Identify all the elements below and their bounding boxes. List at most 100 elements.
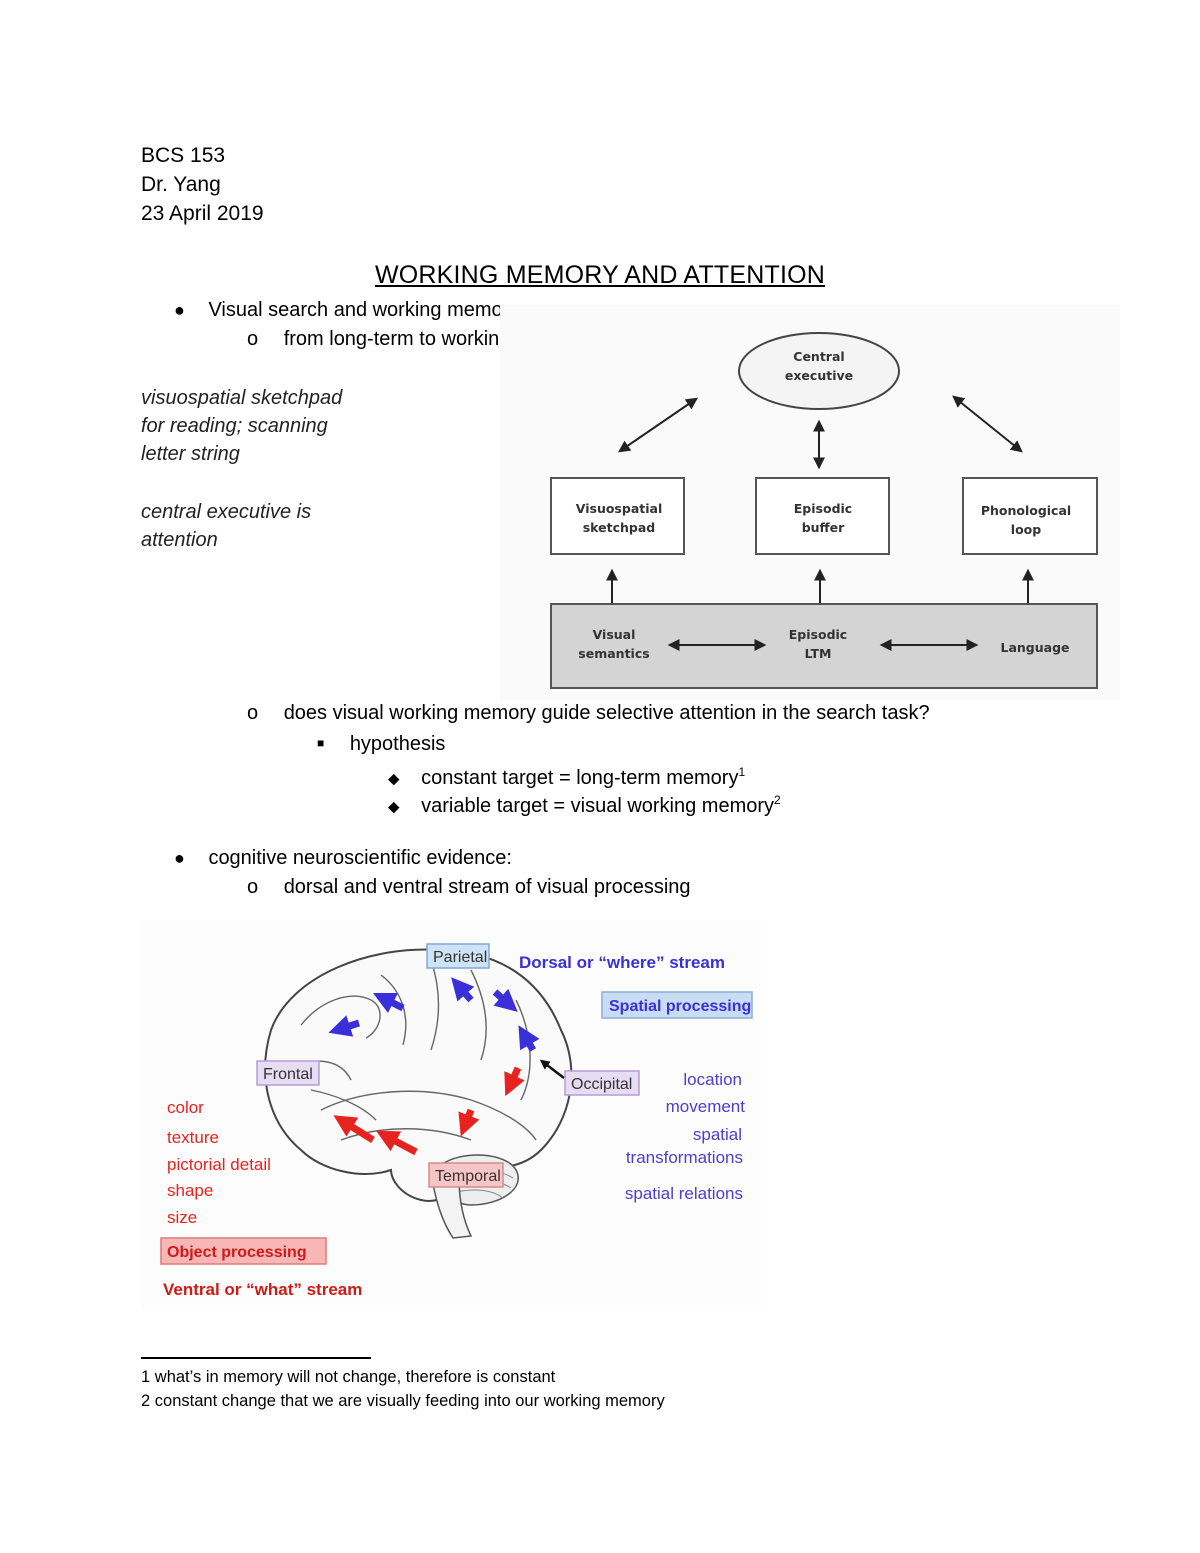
ventral-feature: shape [167,1181,213,1200]
side-note: for reading; scanning [141,415,328,437]
side-note: attention [141,529,218,551]
footnote-text: what’s in memory will not change, theref… [154,1368,556,1386]
list-item: o dorsal and ventral stream of visual pr… [247,873,691,901]
dorsal-feature: transformations [626,1148,743,1167]
footnote-ref: 2 [774,793,781,807]
central-executive-node [738,332,900,410]
ventral-arrow [458,1108,480,1137]
central-executive-label: Central [793,349,844,364]
bullet-diamond-icon: ◆ [388,770,400,788]
visuospatial-sketchpad-node [550,477,685,555]
dorsal-arrow [372,992,405,1014]
temporal-label-box [428,1162,504,1188]
bullet-dot-icon: ● [174,300,185,320]
bullet-diamond-icon: ◆ [388,798,400,816]
dorsal-features: location movement spatial transformation… [625,1070,745,1203]
course-code: BCS 153 [141,144,226,167]
node-label: LTM [805,646,832,661]
bullet-text: dorsal and ventral stream of visual proc… [283,876,691,898]
long-term-memory-band [550,603,1098,689]
parietal-label-box [426,943,490,969]
instructor: Dr. Yang [141,173,221,196]
dorsal-feature: spatial [693,1125,742,1144]
node-label: Episodic [794,501,852,516]
footnote: 2 constant change that we are visually f… [141,1389,665,1413]
side-note: letter string [141,443,240,465]
list-item: ◆ variable target = visual working memor… [388,786,781,822]
bullet-text: does visual working memory guide selecti… [283,702,930,724]
ventral-arrow [504,1066,525,1097]
list-item: ● cognitive neuroscientific evidence: [174,844,512,872]
bullet-square-icon: ■ [317,736,325,750]
parietal-label: Parietal [433,949,487,966]
object-processing-box [160,1237,327,1265]
node-label: Visuospatial [576,501,662,516]
input-arrow [539,1059,565,1079]
date: 23 April 2019 [141,202,264,225]
ventral-arrow [376,1130,418,1156]
working-memory-diagram: Central executive Visuospatial sketchpad… [500,305,1120,700]
episodic-buffer-node [755,477,890,555]
object-processing-label: Object processing [167,1244,307,1261]
node-label: semantics [578,646,649,661]
list-item: ◆ constant target = long-term memory1 [388,758,745,794]
footnote-number: 1 [141,1368,151,1386]
node-label: Phonological [981,503,1071,518]
bullet-dot-icon: ● [174,848,185,868]
ventral-feature: pictorial detail [167,1155,271,1174]
dorsal-feature: movement [666,1097,746,1116]
footnote-text: constant change that we are visually fee… [154,1392,665,1410]
ventral-feature: size [167,1208,197,1227]
node-label: loop [1011,522,1041,537]
page-title: WORKING MEMORY AND ATTENTION [374,261,826,289]
dorsal-arrow [451,977,475,1003]
footnote: 1 what’s in memory will not change, ther… [141,1365,555,1389]
ventral-feature: color [167,1098,204,1117]
dorsal-arrow [492,988,518,1012]
bullet-circle-icon: o [247,876,259,898]
ventral-feature: texture [167,1128,219,1147]
occipital-label: Occipital [571,1076,632,1093]
bullet-circle-icon: o [247,702,259,724]
phonological-loop-node [962,477,1098,555]
occipital-label-box [564,1070,640,1096]
spatial-processing-label: Spatial processing [609,998,751,1015]
ventral-features: color texture pictorial detail shape siz… [167,1098,271,1227]
node-label: Visual [593,627,636,642]
bullet-circle-icon: o [247,328,259,350]
dorsal-stream-title: Dorsal or “where” stream [519,953,725,972]
footnote-ref: 1 [738,765,746,779]
temporal-label: Temporal [435,1168,501,1185]
node-label: Language [1000,640,1069,655]
footnote-number: 2 [141,1392,151,1410]
central-executive-label: executive [785,368,853,383]
dorsal-feature: spatial relations [625,1184,743,1203]
arrow [952,395,1023,453]
frontal-label: Frontal [263,1066,313,1083]
list-item: ● Visual search and working memory: [174,296,525,324]
side-note: central executive is [141,501,312,523]
side-note: visuospatial sketchpad [141,387,343,409]
bullet-text: hypothesis [349,733,446,755]
ventral-stream-title: Ventral or “what” stream [163,1280,362,1299]
node-label: Episodic [789,627,847,642]
arrow [618,397,698,453]
bullet-text: constant target = long-term memory [421,766,739,789]
dorsal-arrow [518,1025,540,1052]
bullet-text: Visual search and working memory: [208,299,525,321]
spatial-processing-box [601,991,753,1019]
bullet-text: cognitive neuroscientific evidence: [208,847,512,869]
dorsal-arrow [328,1015,361,1037]
brain-streams-figure: Parietal Frontal Occipital Temporal Dors… [141,920,761,1310]
list-item: o does visual working memory guide selec… [247,699,930,727]
ventral-stream-arrows [333,1066,525,1156]
dorsal-feature: location [683,1070,742,1089]
bullet-text: variable target = visual working memory [421,794,775,817]
list-item: ■ hypothesis [317,729,445,758]
node-label: buffer [802,520,845,535]
frontal-label-box [256,1060,320,1086]
dorsal-stream-arrows [328,977,540,1052]
node-label: sketchpad [583,520,656,535]
brainstem-shape [430,1174,473,1239]
footnote-divider [141,1357,371,1359]
